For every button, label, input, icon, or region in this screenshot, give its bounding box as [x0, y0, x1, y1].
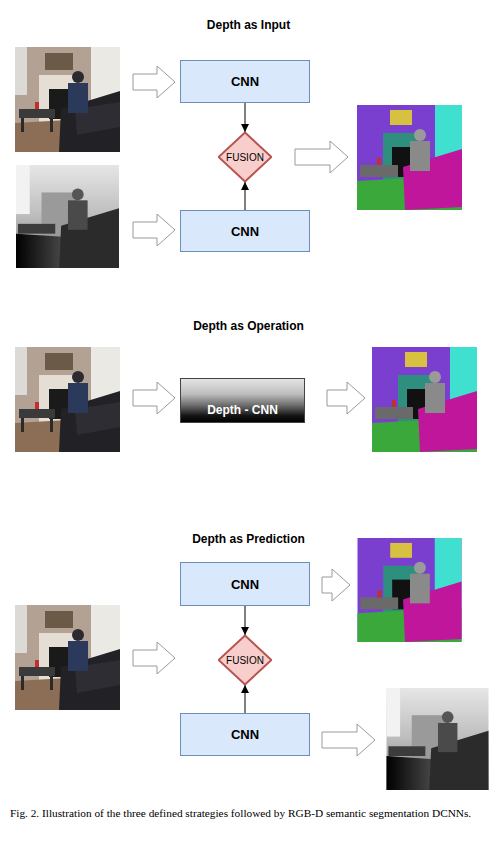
depth-cnn-box: Depth - CNN — [180, 378, 305, 423]
node-text: CNN — [231, 224, 259, 239]
connector-arrow — [245, 182, 246, 210]
process-box: CNN — [180, 60, 310, 103]
section-heading: Depth as Prediction — [0, 532, 497, 546]
connector-arrow — [245, 606, 246, 635]
connector-arrow — [245, 685, 246, 713]
connector-arrow — [245, 103, 246, 132]
section-heading: Depth as Operation — [0, 319, 497, 333]
node-text: Depth - CNN — [207, 403, 278, 417]
node-text: FUSION — [226, 655, 264, 666]
fusion-diamond: FUSION — [218, 635, 272, 685]
node-text: CNN — [231, 74, 259, 89]
node-text: FUSION — [226, 152, 264, 163]
figure-caption: Fig. 2. Illustration of the three define… — [10, 806, 494, 820]
node-text: CNN — [231, 577, 259, 592]
section-heading: Depth as Input — [0, 18, 497, 32]
process-box: CNN — [180, 210, 310, 252]
fusion-diamond: FUSION — [218, 132, 272, 182]
process-box: CNN — [180, 713, 310, 756]
process-box: CNN — [180, 562, 310, 606]
node-text: CNN — [231, 727, 259, 742]
